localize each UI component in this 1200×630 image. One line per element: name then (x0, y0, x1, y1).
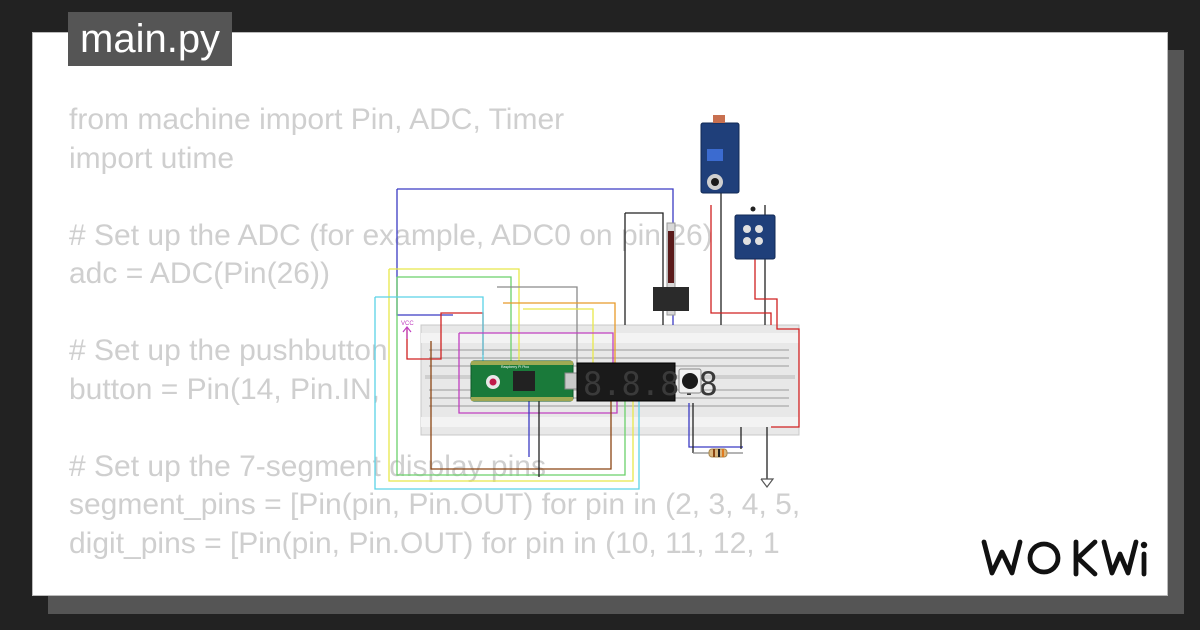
wires (374, 169, 800, 490)
code-line: # Set up the ADC (for example, ADC0 on p… (69, 218, 713, 252)
pico-label: Raspberry Pi Pico (501, 365, 529, 369)
file-tab: main.py (68, 12, 233, 66)
code-line: adc = ADC(Pin(26)) (69, 257, 330, 290)
code-line: import utime (69, 141, 235, 175)
code-line: from machine import Pin, ADC, Timer (69, 103, 565, 136)
vcc-label: VCC (401, 321, 414, 327)
code-line: # Set up the pushbutton (69, 334, 388, 367)
circuit-diagram: VCC Raspberry Pi Pico 8.8.8.8 (374, 115, 800, 490)
code-preview: from machine import Pin, ADC, Timer impor… (69, 101, 800, 563)
wokwi-logo (981, 539, 1148, 577)
ground-symbol (760, 478, 775, 488)
vcc-symbol: VCC (401, 321, 414, 339)
code-line: # Set up the 7-segment display pins (69, 449, 546, 483)
slide-potentiometer[interactable] (653, 222, 689, 316)
sensor-module[interactable] (734, 206, 776, 260)
pico-board[interactable]: Raspberry Pi Pico (470, 360, 578, 402)
code-line: segment_pins = [Pin(pin, Pin.OUT) for pi… (69, 488, 801, 521)
pushbutton[interactable] (678, 368, 702, 394)
ldr-sensor-module[interactable] (700, 115, 740, 194)
resistor[interactable] (693, 448, 743, 458)
preview-card: from machine import Pin, ADC, Timer impor… (32, 32, 1168, 596)
file-tab-label: main.py (80, 17, 221, 61)
code-line: digit_pins = [Pin(pin, Pin.OUT) for pin … (69, 526, 780, 560)
code-line: button = Pin(14, Pin.IN, (69, 372, 389, 406)
seven-segment-display[interactable]: 8.8.8.8 (576, 362, 718, 403)
